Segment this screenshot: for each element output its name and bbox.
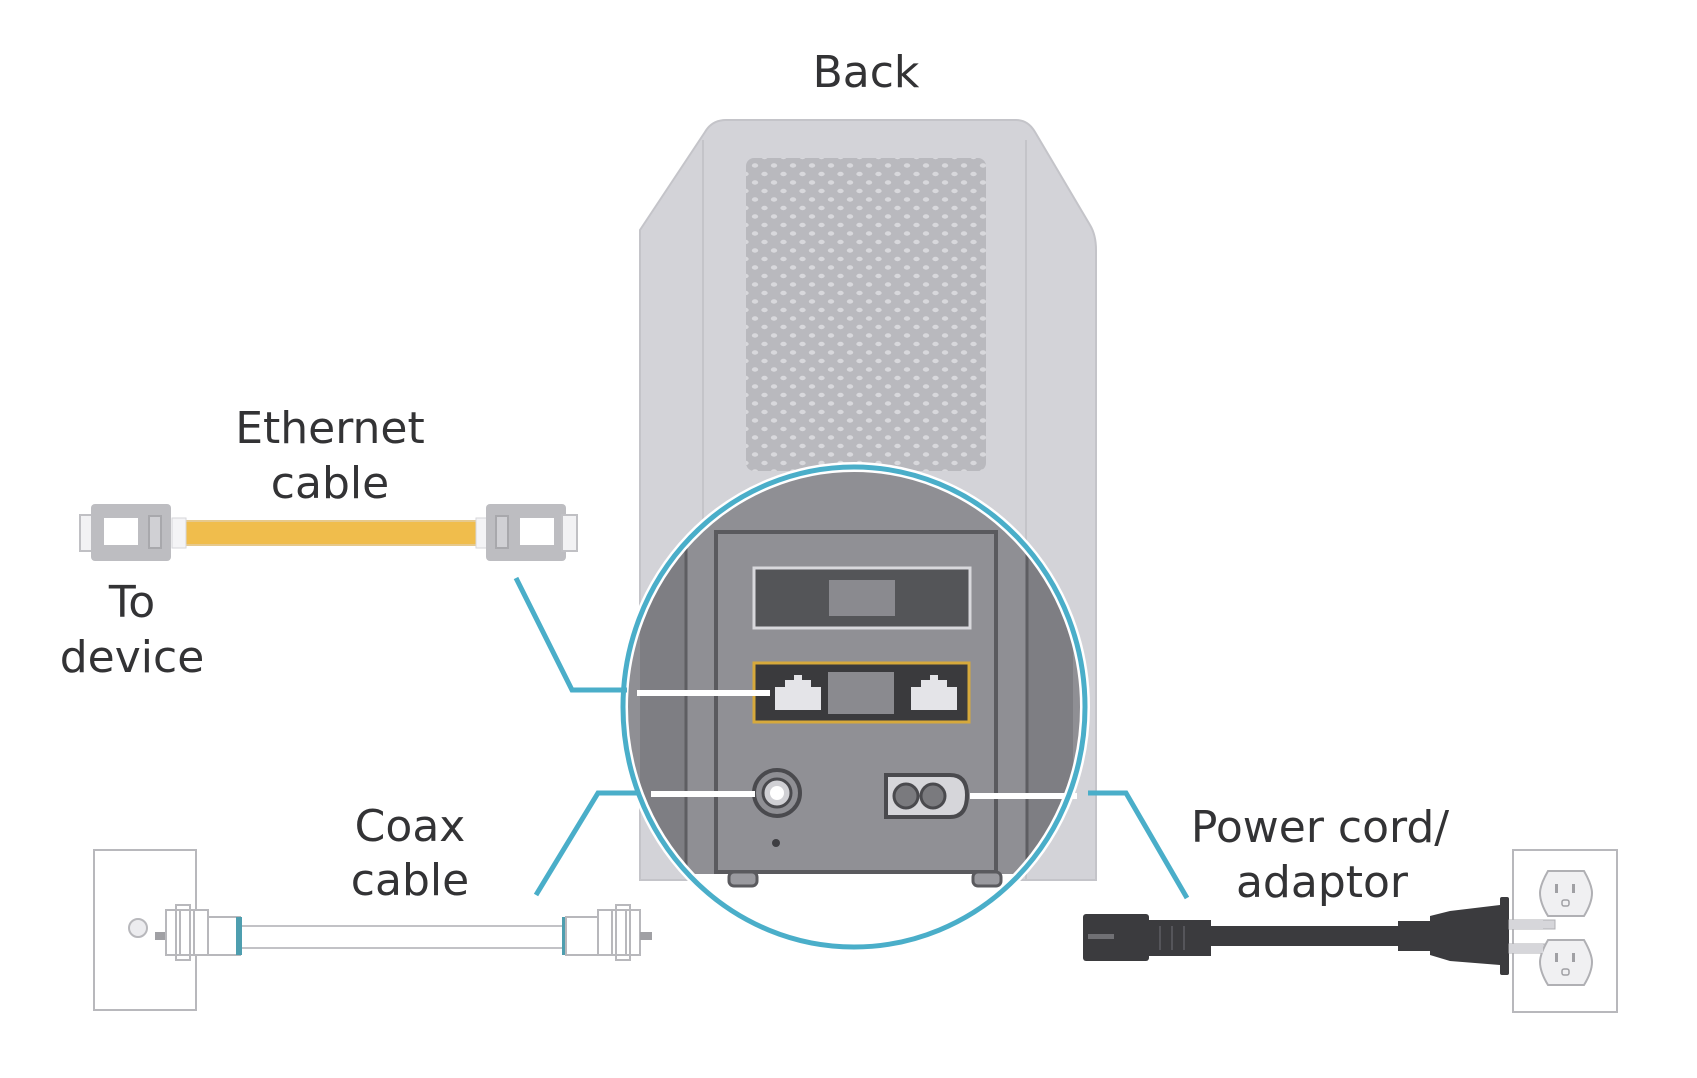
- power-label-line1: Power cord/: [1191, 802, 1449, 853]
- power-outlet: [1508, 849, 1618, 1013]
- ethernet-plug-left: [79, 504, 171, 561]
- ethernet-plug-right: [486, 504, 578, 561]
- vent-grille: [746, 158, 986, 471]
- coax-callout-line: [533, 790, 640, 897]
- power-plug: [1430, 905, 1500, 965]
- power-port[interactable]: [884, 773, 970, 819]
- ethernet-cable-label: Ethernet cable: [235, 403, 425, 509]
- coax-wall-jack: [128, 918, 148, 938]
- coax-cable-label: Coax cable: [351, 801, 469, 906]
- ethernet-label-line2: cable: [271, 458, 389, 509]
- to-device-label-line1: To: [108, 577, 155, 628]
- view-title: Back: [813, 47, 920, 98]
- ethernet-label-line1: Ethernet: [235, 403, 425, 454]
- ethernet-port-1[interactable]: [775, 675, 821, 710]
- power-callout-line: [1088, 790, 1190, 900]
- ethernet-callout-line: [513, 576, 627, 693]
- outlet-receptacle-bottom: [1538, 939, 1594, 986]
- reset-hole[interactable]: [772, 839, 780, 847]
- coax-label-line1: Coax: [355, 801, 466, 852]
- outlet-receptacle-top: [1538, 870, 1594, 917]
- power-cord-connector: [1083, 914, 1149, 961]
- ethernet-port-2[interactable]: [911, 675, 957, 710]
- power-cord-label: Power cord/ adaptor: [1191, 802, 1449, 908]
- coax-port[interactable]: [752, 768, 802, 818]
- to-device-label-line2: device: [60, 632, 205, 683]
- power-label-line2: adaptor: [1236, 857, 1409, 908]
- ethernet-cable[interactable]: [79, 504, 578, 561]
- power-cord[interactable]: [1083, 897, 1556, 975]
- foot-left: [727, 870, 759, 888]
- to-device-label: To device: [60, 577, 205, 683]
- coax-cable[interactable]: [155, 904, 652, 961]
- foot-right: [971, 870, 1003, 888]
- coax-label-line2: cable: [351, 855, 469, 906]
